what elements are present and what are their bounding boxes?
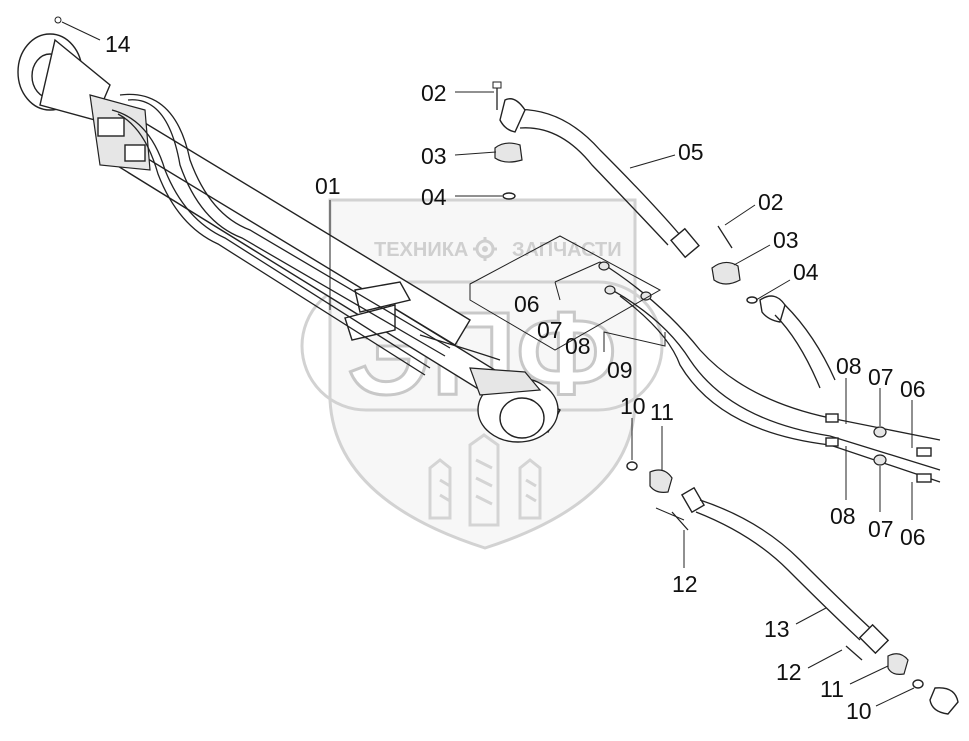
tube-upper (127, 99, 446, 357)
callout-09: 09 (607, 357, 633, 383)
tube-end (419, 334, 501, 361)
o-ring (912, 679, 924, 689)
hose-fitting (680, 486, 706, 514)
callout-06-center: 06 (514, 291, 540, 317)
flange-clamp (494, 142, 523, 163)
callout-11-center: 11 (650, 399, 674, 425)
elbow-fitting (499, 98, 526, 133)
callout-12-center: 12 (672, 571, 698, 597)
hose-fitting (858, 623, 890, 655)
callout-10-lower: 10 (846, 698, 872, 724)
callout-07-upper: 07 (868, 364, 894, 390)
tube-lower (117, 113, 426, 376)
callout-06-upper: 06 (900, 376, 926, 402)
gear-icon (473, 237, 497, 261)
fitting-06-center (598, 261, 610, 271)
callout-05: 05 (678, 139, 704, 165)
hose-upper (492, 81, 700, 259)
nut-07 (873, 454, 887, 466)
callout-04: 04 (421, 184, 447, 210)
callout-03-right: 03 (773, 227, 799, 253)
callout-02: 02 (421, 80, 447, 106)
pipe-clamp (344, 304, 396, 341)
callouts: 14 02 03 04 01 05 02 03 04 06 07 08 09 (54, 16, 926, 724)
callout-12-lower: 12 (776, 659, 802, 685)
callout-10-center: 10 (620, 393, 646, 419)
valve-port (124, 144, 146, 162)
port-fitting (929, 687, 959, 715)
callout-08-upper: 08 (836, 353, 862, 379)
callout-07-lower: 07 (868, 516, 894, 542)
fitting-08 (825, 413, 839, 423)
wheat-icon (428, 433, 542, 527)
callout-08-center: 08 (565, 333, 591, 359)
valve-port (97, 117, 125, 137)
watermark-text-right: ЗАПЧАСТИ (512, 239, 622, 261)
tube-lower (111, 109, 431, 369)
watermark-text-left: ТЕХНИКА (374, 239, 468, 261)
callout-11-lower: 11 (820, 676, 844, 702)
o-ring (502, 192, 516, 200)
o-ring (746, 296, 758, 304)
callout-13: 13 (764, 616, 790, 642)
callout-08-lower: 08 (830, 503, 856, 529)
flange-clamp (649, 469, 673, 493)
callout-04-right: 04 (793, 259, 819, 285)
callout-01: 01 (315, 173, 341, 199)
hose-lower (626, 461, 959, 715)
fitting-06 (916, 473, 932, 483)
right-tubes (598, 261, 941, 483)
callout-03: 03 (421, 143, 447, 169)
tube-upper (119, 93, 451, 349)
rod-end-block (469, 367, 542, 396)
callout-14: 14 (105, 31, 131, 57)
fitting-06 (916, 447, 932, 457)
nut-07 (873, 426, 887, 438)
hydraulic-cylinder (17, 33, 561, 443)
callout-06-lower: 06 (900, 524, 926, 550)
tubes (111, 93, 501, 376)
fitting-08-center (640, 291, 652, 301)
pipe-clamp (354, 281, 412, 313)
hose-fitting (759, 295, 786, 323)
fitting-08 (825, 437, 839, 447)
hose-right (711, 225, 836, 389)
callout-02-right: 02 (758, 189, 784, 215)
flange-clamp (711, 261, 741, 285)
flange-clamp (887, 653, 909, 675)
o-ring (626, 461, 638, 471)
callout-07-center: 07 (537, 317, 563, 343)
hose-fitting (670, 227, 700, 259)
fitting-07-center (604, 285, 616, 295)
